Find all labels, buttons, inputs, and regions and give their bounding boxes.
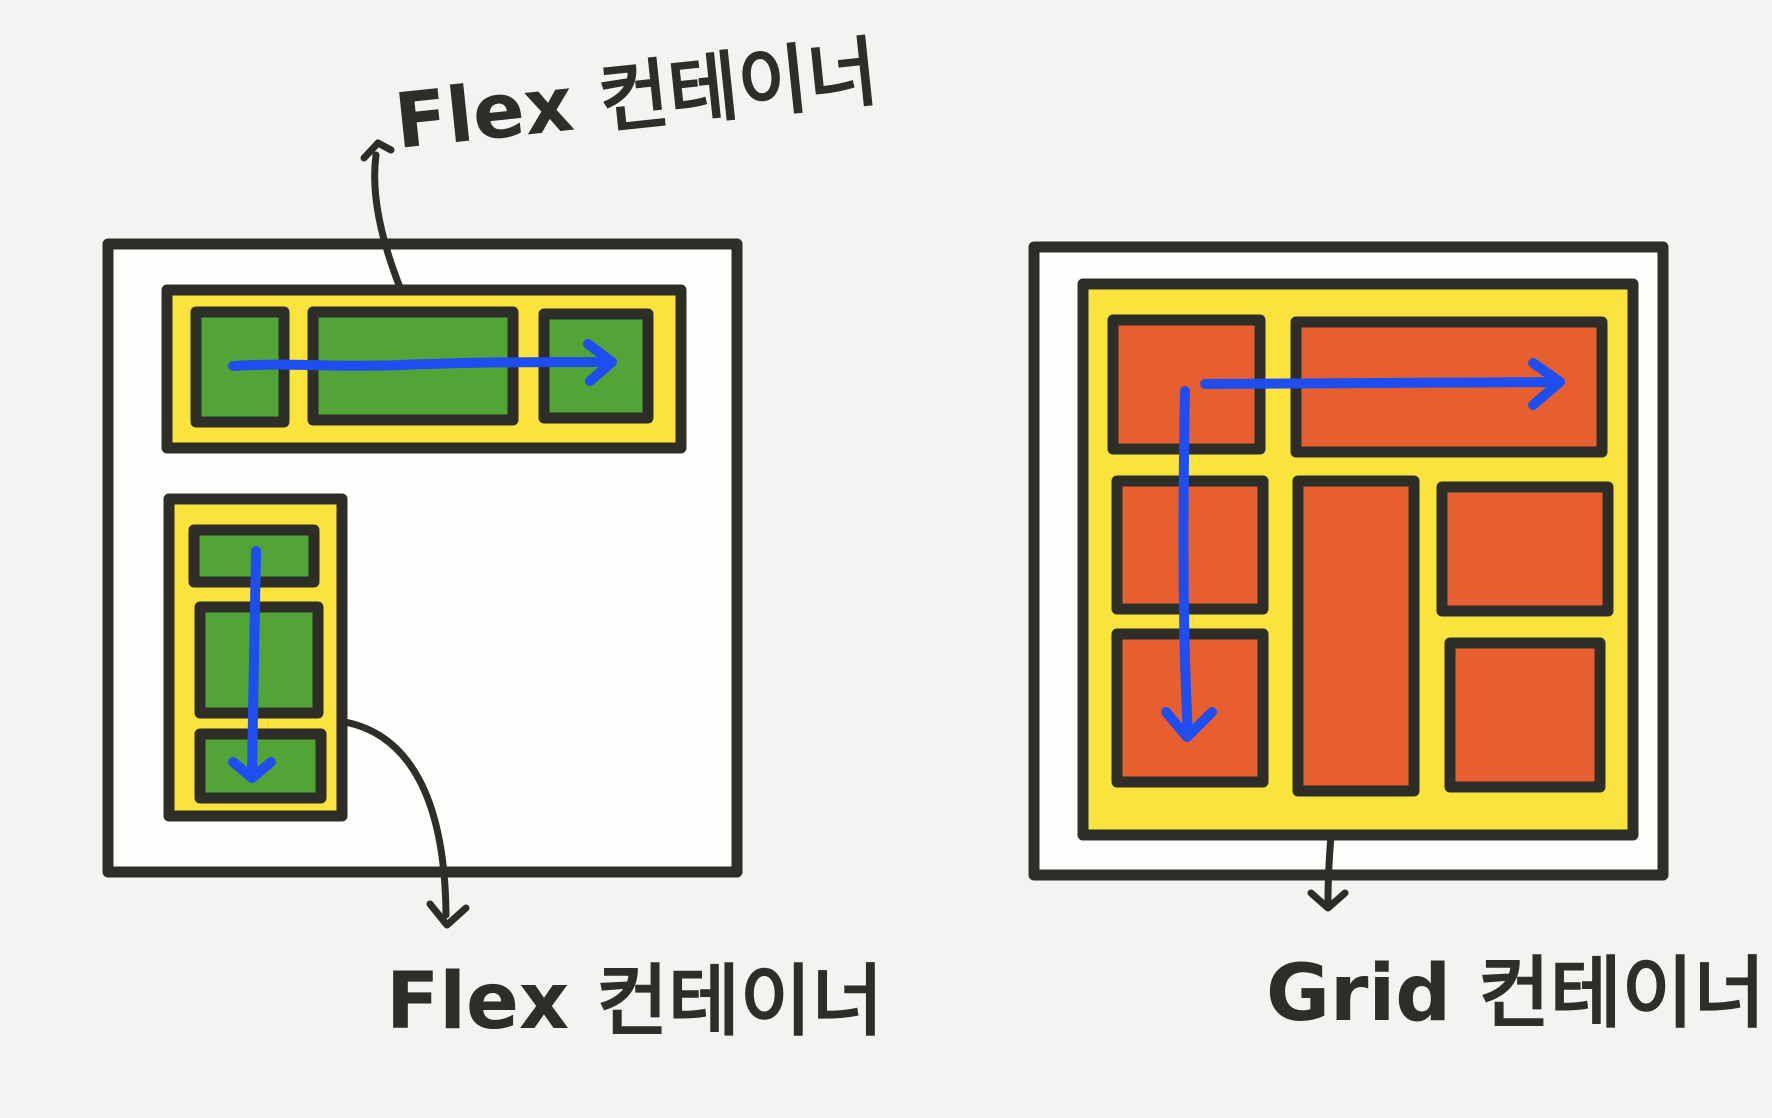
- grid-cell-3: [1111, 475, 1269, 615]
- grid-column-direction-arrowhead-icon: [1161, 707, 1217, 742]
- flex-direction-arrows: [228, 339, 617, 783]
- grid-cell-5: [1436, 481, 1614, 617]
- flex-column-container-label: Flex 컨테이너: [386, 957, 883, 1047]
- grid-column-direction-arrow-icon: [1178, 386, 1193, 740]
- grid-row-direction-arrow-icon: [1200, 377, 1565, 389]
- grid-leader-line: [1324, 831, 1335, 904]
- flex-row-leader-arrowhead: [360, 139, 395, 162]
- grid-container-label: Grid 컨테이너: [1266, 949, 1765, 1039]
- grid-row-direction-arrowhead-icon: [1528, 358, 1565, 410]
- grid-diagram: [1028, 241, 1669, 912]
- grid-direction-arrows: [1161, 358, 1565, 742]
- grid-cell-4-tall: [1292, 475, 1420, 797]
- row-direction-arrow-icon: [228, 357, 613, 371]
- flex-diagram: [102, 139, 743, 929]
- grid-leader-arrowhead: [1307, 889, 1349, 912]
- flex-column-leader-arrowhead: [426, 900, 470, 929]
- row-direction-arrowhead-icon: [583, 339, 617, 386]
- flex-column-leader-line: [341, 718, 450, 919]
- column-direction-arrow-icon: [247, 546, 261, 779]
- grid-cell-7: [1444, 637, 1606, 793]
- flex-row-leader-line: [371, 151, 405, 294]
- column-direction-arrowhead-icon: [228, 757, 276, 783]
